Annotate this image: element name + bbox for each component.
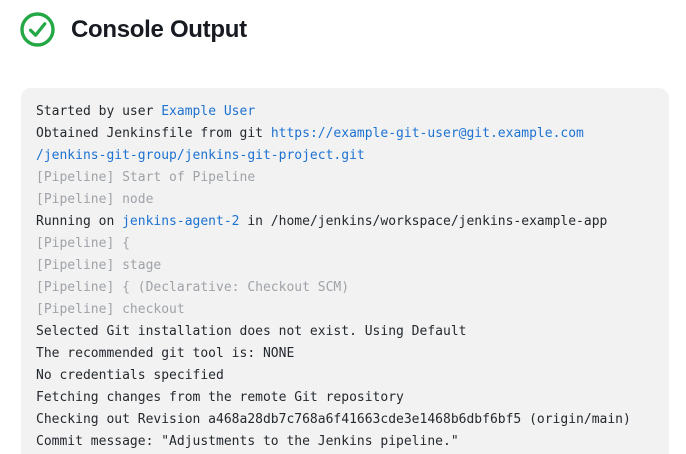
console-line: Started by user Example User [36, 101, 654, 123]
console-muted-text: [Pipeline] { [36, 236, 130, 251]
console-text: Started by user [36, 104, 162, 119]
console-link[interactable]: /jenkins-git-group/jenkins-git-project.g… [36, 148, 365, 163]
console-text: Commit message: "Adjustments to the Jenk… [36, 434, 459, 449]
console-text: in /home/jenkins/workspace/jenkins-examp… [239, 214, 608, 229]
console-text: Running on [36, 214, 123, 229]
console-text: Selected Git installation does not exist… [36, 324, 467, 339]
page-header: Console Output [0, 0, 686, 48]
success-check-circle-icon [19, 11, 56, 48]
console-line: [Pipeline] checkout [36, 299, 654, 321]
console-text: Obtained Jenkinsfile from git [36, 126, 271, 141]
console-muted-text: [Pipeline] stage [36, 258, 162, 273]
console-line: Selected Git installation does not exist… [36, 321, 654, 343]
console-link[interactable]: jenkins-agent-2 [122, 214, 240, 229]
console-line: [Pipeline] node [36, 189, 654, 211]
console-line: [Pipeline] { (Declarative: Checkout SCM) [36, 277, 654, 299]
console-line: Commit message: "Adjustments to the Jenk… [36, 431, 654, 453]
console-line: Checking out Revision a468a28db7c768a6f4… [36, 409, 654, 431]
console-line: Running on jenkins-agent-2 in /home/jenk… [36, 211, 654, 233]
console-line: No credentials specified [36, 365, 654, 387]
console-line: /jenkins-git-group/jenkins-git-project.g… [36, 145, 654, 167]
page-title: Console Output [71, 15, 247, 43]
console-muted-text: [Pipeline] { (Declarative: Checkout SCM) [36, 280, 350, 295]
console-text: Checking out Revision a468a28db7c768a6f4… [36, 412, 631, 427]
console-line: [Pipeline] Start of Pipeline [36, 167, 654, 189]
console-muted-text: [Pipeline] checkout [36, 302, 185, 317]
console-muted-text: [Pipeline] Start of Pipeline [36, 170, 256, 185]
console-link[interactable]: Example User [161, 104, 256, 119]
console-text: The recommended git tool is: NONE [36, 346, 295, 361]
console-line: The recommended git tool is: NONE [36, 343, 654, 365]
console-line: Fetching changes from the remote Git rep… [36, 387, 654, 409]
console-text: Fetching changes from the remote Git rep… [36, 390, 404, 405]
console-line: [Pipeline] { [36, 233, 654, 255]
console-text: No credentials specified [36, 368, 224, 383]
console-line: Obtained Jenkinsfile from git https://ex… [36, 123, 654, 145]
console-link[interactable]: https://example-git-user@git.example.com [270, 126, 584, 141]
console-line: [Pipeline] stage [36, 255, 654, 277]
console-muted-text: [Pipeline] node [36, 192, 154, 207]
